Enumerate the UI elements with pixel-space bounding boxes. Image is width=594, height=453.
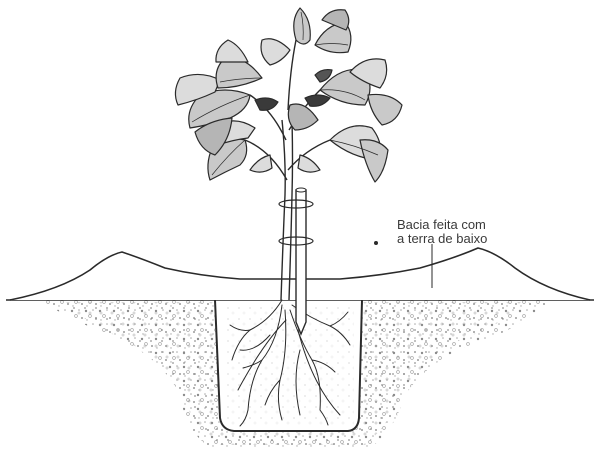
- annotation-label: Bacia feita com a terra de baixo: [397, 217, 490, 246]
- support-stake: [296, 188, 306, 334]
- annotation-line-2: a terra de baixo: [397, 231, 487, 246]
- annotation-line-1: Bacia feita com: [397, 217, 486, 232]
- marker-dot: [374, 241, 378, 245]
